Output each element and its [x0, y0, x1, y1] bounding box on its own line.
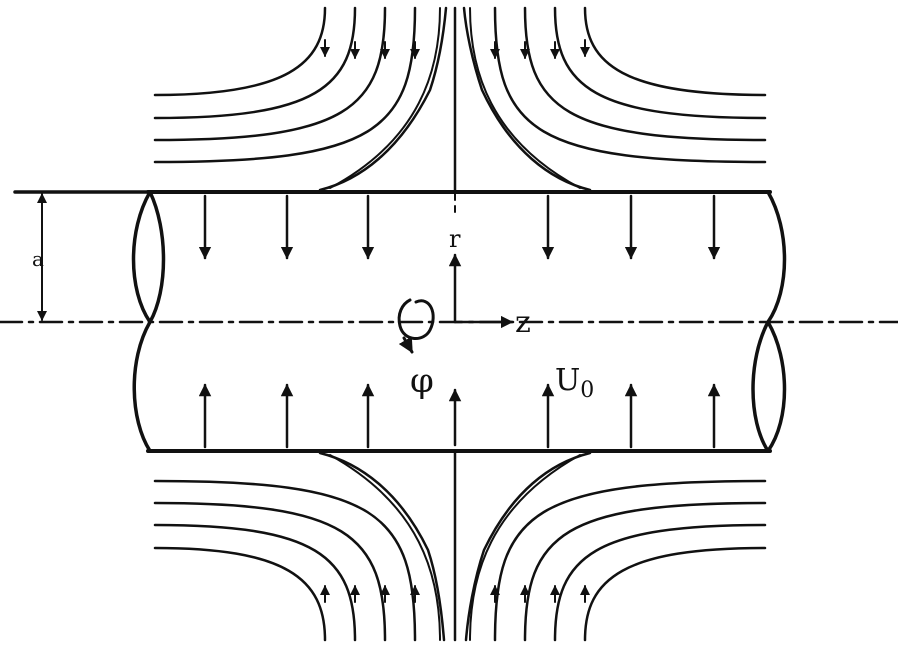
streamline-br-4 [493, 479, 767, 642]
streamline-tl-3 [153, 6, 387, 142]
velocity-subscript: 0 [580, 378, 594, 403]
z-axis-label: z [515, 305, 531, 340]
streamline-bl-4 [153, 479, 417, 642]
r-axis-label: r [449, 225, 461, 253]
coordinate-axes: r z [448, 225, 531, 340]
streamlines [153, 6, 767, 642]
phi-label: φ [410, 361, 434, 401]
streamline-tr-2 [553, 6, 767, 120]
phi-arrow-tail [398, 336, 414, 354]
streamline-tl-1 [153, 6, 327, 97]
streamline-tr-1 [583, 6, 767, 97]
streamline-br-3 [523, 501, 767, 642]
streamline-tl-2 [153, 6, 357, 120]
cylinder [131, 190, 787, 453]
streamline-bl-1 [153, 546, 327, 642]
fillet-bottom [318, 451, 592, 642]
streamline-bl-2 [153, 523, 357, 642]
azimuthal-rotation: φ [397, 298, 435, 401]
cylinder-right-end [751, 190, 787, 453]
streamline-bl-3 [153, 501, 387, 642]
streamline-inner-bl [329, 454, 441, 641]
phi-rotation-arrow [397, 298, 435, 340]
radius-label: a [32, 247, 44, 271]
radius-dimension: a [13, 190, 152, 321]
velocity-symbol: U [555, 363, 580, 398]
streamline-br-1 [583, 546, 767, 642]
streamline-inner-br [469, 454, 581, 641]
fillet-top [318, 6, 592, 192]
velocity-label: U0 [555, 363, 594, 403]
streamline-tr-3 [523, 6, 767, 142]
wall-arrows [198, 194, 721, 449]
streamline-inner-tr [469, 7, 581, 189]
streamline-br-2 [553, 523, 767, 642]
stagnation-fillets [318, 6, 592, 642]
streamline-inner-tl [329, 7, 441, 189]
